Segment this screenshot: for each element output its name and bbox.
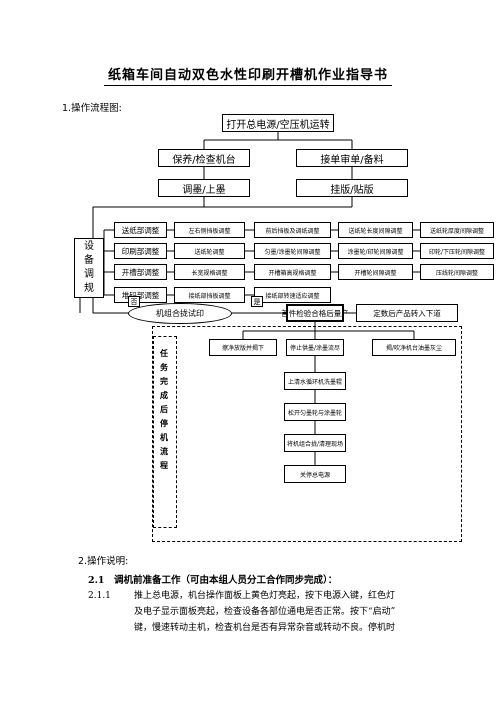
row-slot-step-1: 长宽规格调整 — [174, 264, 245, 280]
shutdown-step-3: 将机组合拢/清理现场 — [284, 434, 346, 452]
shutdown-label-box — [153, 336, 177, 528]
row-stack-label: 堆码部调整 — [114, 287, 167, 303]
row-print-step-1: 送纸轮调整 — [174, 243, 245, 259]
start-box: 打开总电源/空压机运转 — [222, 114, 334, 132]
shutdown-step-c: 揭/吹净机台油墨灰尘 — [372, 339, 456, 356]
row-feed-step-3: 送纸轮长度间隙调整 — [338, 222, 413, 238]
row-slot-step-3: 开槽轮间隙调整 — [338, 264, 413, 280]
row-feed-step-1: 左右侧挡板调整 — [174, 222, 245, 238]
shutdown-step-a: 擦净放版并揭下 — [209, 339, 277, 356]
next-process-box: 定数后产品转入下道 — [356, 304, 458, 322]
row-slot-step-4: 压线轮间隙调整 — [420, 264, 494, 280]
row-feed-label: 送纸部调整 — [114, 222, 167, 238]
shutdown-step-b: 停止供墨/涂墨流尽 — [286, 339, 344, 356]
maintenance-box: 保养/检查机台 — [158, 149, 250, 167]
section-instructions-heading: 2.操作说明: — [78, 556, 129, 567]
step-text-line-3: 键，慢速转动主机，检查机台是否有异常杂音或转动不良。停机时 — [134, 623, 396, 633]
section-flowchart-heading: 1.操作流程图: — [62, 103, 122, 114]
step-text-line-1: 推上总电源，机台操作面板上黄色灯亮起，按下电源入键，红色灯 — [134, 591, 396, 601]
row-print-step-2: 匀墨/涂墨轮间隙调整 — [254, 243, 331, 259]
document-title: 纸箱车间自动双色水性印刷开槽机作业指导书 — [0, 64, 496, 86]
row-slot-label: 开槽部调整 — [114, 264, 167, 280]
row-print-step-3: 涂墨轮/印轮间隙调整 — [338, 243, 413, 259]
order-box: 接单审单/备料 — [296, 149, 408, 167]
row-print-step-4: 印轮/下压轮间隙调整 — [420, 243, 494, 259]
row-feed-step-4: 送纸轮厚度间隙调整 — [420, 222, 494, 238]
row-feed-step-2: 前后挡板及调纸调整 — [254, 222, 331, 238]
row-stack-step-1: 接纸部挡板调整 — [174, 287, 245, 303]
step-number-2-1-1: 2.1.1 — [88, 591, 111, 601]
shutdown-step-1: 上清水循环机洗墨辊 — [284, 372, 346, 390]
trial-print-ellipse: 机组合拢试印 — [128, 303, 232, 324]
plate-box: 挂版/贴版 — [296, 179, 408, 197]
no-label: 否 — [128, 296, 140, 307]
equipment-adjust-box: 设备调规 — [74, 238, 104, 298]
shutdown-step-2: 松开匀墨轮与涂墨轮 — [284, 403, 346, 421]
ink-box: 调墨/上墨 — [158, 179, 250, 197]
subsection-2-1: 2.1 调机前准备工作（可由本组人员分工合作同步完成）： — [88, 575, 338, 586]
first-article-box: 首件检验合格后量产 — [281, 304, 349, 322]
row-stack-step-2: 接纸部转速适应调整 — [254, 287, 331, 303]
shutdown-vertical-label: 任务完成后停机流程 — [160, 348, 168, 470]
yes-label: 是 — [251, 296, 263, 307]
shutdown-step-4: 关停总电源 — [284, 465, 346, 483]
step-text-line-2: 及电子显示面板亮起，检查设备各部位通电是否正常。按下“启动” — [134, 607, 396, 617]
shutdown-area — [152, 326, 462, 542]
row-print-label: 印刷部调整 — [114, 243, 167, 259]
row-slot-step-2: 开槽箱高规格调整 — [254, 264, 331, 280]
